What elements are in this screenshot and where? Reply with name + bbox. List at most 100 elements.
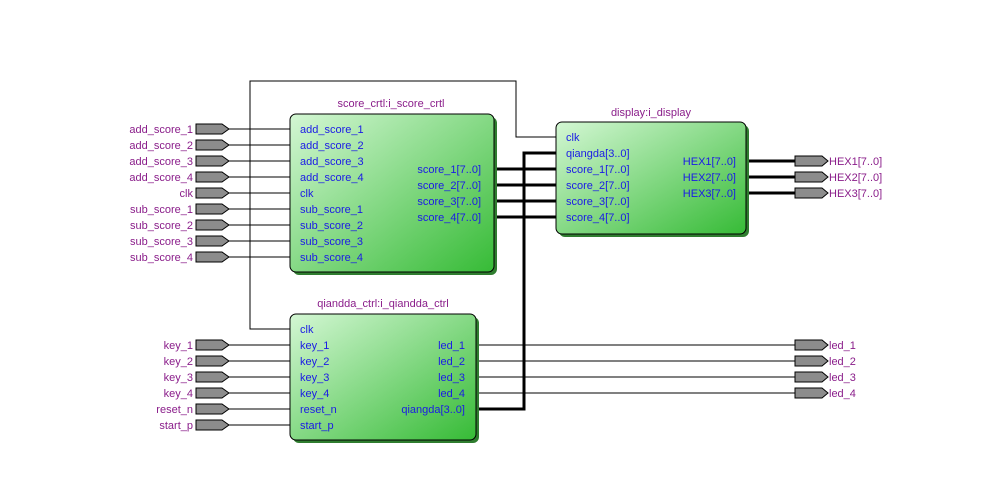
input-pin-shape	[195, 419, 230, 431]
input-pin-label-sub-score-2: sub_score_2	[130, 220, 193, 232]
input-pin-label-add-score-4: add_score_4	[129, 172, 193, 184]
input-pin-sub-score-3[interactable]: sub_score_3	[130, 235, 230, 248]
display-block-title: display:i_display	[611, 107, 692, 119]
qiangda-in-port-clk: clk	[300, 324, 314, 336]
output-pin-shape	[794, 339, 829, 351]
bus-qiangda	[476, 151, 556, 411]
input-pin-clk[interactable]: clk	[180, 187, 230, 200]
input-pin-shape	[195, 339, 230, 351]
input-pin-key-2[interactable]: key_2	[164, 355, 230, 368]
input-pin-shape	[195, 187, 230, 199]
output-pin-shape	[794, 187, 829, 199]
score-in-port-clk: clk	[300, 188, 314, 200]
blocks-layer: score_crtl:i_score_crtladd_score_1add_sc…	[289, 98, 749, 443]
input-pin-add-score-2[interactable]: add_score_2	[129, 139, 230, 152]
output-pin-hex1-7-0[interactable]: HEX1[7..0]	[794, 155, 882, 168]
qiangda-out-port-led-1: led_1	[438, 340, 465, 352]
wire-clk-display	[249, 80, 556, 193]
qiangda-out-port-led-4: led_4	[438, 388, 465, 400]
score-in-port-add-score-3: add_score_3	[300, 156, 364, 168]
qiangda-in-port-key-4: key_4	[300, 388, 329, 400]
input-pin-label-clk: clk	[180, 188, 194, 200]
qiangda-in-port-key-3: key_3	[300, 372, 329, 384]
qiangda-in-port-key-1: key_1	[300, 340, 329, 352]
output-pin-label-hex1-7-0: HEX1[7..0]	[829, 156, 882, 168]
qiangda-block[interactable]: qiandda_ctrl:i_qiandda_ctrlclkkey_1key_2…	[289, 298, 479, 443]
score-in-port-add-score-1: add_score_1	[300, 124, 364, 136]
output-pin-shape	[794, 155, 829, 167]
input-pin-shape	[195, 251, 230, 263]
score-in-port-add-score-4: add_score_4	[300, 172, 364, 184]
wires-layer	[226, 80, 796, 426]
input-pin-label-key-4: key_4	[164, 388, 193, 400]
output-pin-shape	[794, 355, 829, 367]
input-pin-shape	[195, 155, 230, 167]
output-pin-label-hex2-7-0: HEX2[7..0]	[829, 172, 882, 184]
input-pin-label-add-score-3: add_score_3	[129, 156, 193, 168]
input-pin-sub-score-2[interactable]: sub_score_2	[130, 219, 230, 232]
qiangda-out-port-qiangda-3-0: qiangda[3..0]	[401, 404, 465, 416]
input-pin-key-1[interactable]: key_1	[164, 339, 230, 352]
output-pin-hex3-7-0[interactable]: HEX3[7..0]	[794, 187, 882, 200]
output-pin-label-led-2: led_2	[829, 356, 856, 368]
output-pin-led-3[interactable]: led_3	[794, 371, 856, 384]
output-pin-led-4[interactable]: led_4	[794, 387, 856, 400]
input-pin-key-4[interactable]: key_4	[164, 387, 230, 400]
display-in-port-score-2-7-0: score_2[7..0]	[566, 180, 630, 192]
score-out-port-score-3-7-0: score_3[7..0]	[417, 196, 481, 208]
input-pin-shape	[195, 219, 230, 231]
qiangda-out-port-led-3: led_3	[438, 372, 465, 384]
input-pin-sub-score-1[interactable]: sub_score_1	[130, 203, 230, 216]
input-pin-label-sub-score-4: sub_score_4	[130, 252, 193, 264]
input-pin-label-key-1: key_1	[164, 340, 193, 352]
output-pin-hex2-7-0[interactable]: HEX2[7..0]	[794, 171, 882, 184]
input-pin-label-sub-score-3: sub_score_3	[130, 236, 193, 248]
display-block-body	[555, 121, 747, 235]
score-block-body	[289, 113, 495, 273]
output-pin-label-led-3: led_3	[829, 372, 856, 384]
input-pin-label-sub-score-1: sub_score_1	[130, 204, 193, 216]
qiangda-in-port-start-p: start_p	[300, 420, 334, 432]
output-pin-led-1[interactable]: led_1	[794, 339, 856, 352]
score-out-port-score-1-7-0: score_1[7..0]	[417, 164, 481, 176]
input-pin-add-score-3[interactable]: add_score_3	[129, 155, 230, 168]
input-pin-label-add-score-2: add_score_2	[129, 140, 193, 152]
input-pin-sub-score-4[interactable]: sub_score_4	[130, 251, 230, 264]
input-pin-shape	[195, 171, 230, 183]
display-in-port-score-4-7-0: score_4[7..0]	[566, 212, 630, 224]
display-in-port-score-1-7-0: score_1[7..0]	[566, 164, 630, 176]
output-pin-label-led-4: led_4	[829, 388, 856, 400]
input-pin-add-score-1[interactable]: add_score_1	[129, 123, 230, 136]
output-pin-label-hex3-7-0: HEX3[7..0]	[829, 188, 882, 200]
score-block[interactable]: score_crtl:i_score_crtladd_score_1add_sc…	[289, 98, 497, 275]
input-pin-label-key-3: key_3	[164, 372, 193, 384]
input-pin-label-reset-n: reset_n	[156, 404, 193, 416]
output-pin-label-led-1: led_1	[829, 340, 856, 352]
display-in-port-qiangda-3-0: qiangda[3..0]	[566, 148, 630, 160]
display-in-port-score-3-7-0: score_3[7..0]	[566, 196, 630, 208]
display-in-port-clk: clk	[566, 132, 580, 144]
input-pin-shape	[195, 371, 230, 383]
input-pin-label-key-2: key_2	[164, 356, 193, 368]
score-in-port-sub-score-1: sub_score_1	[300, 204, 363, 216]
input-pin-shape	[195, 203, 230, 215]
input-pin-shape	[195, 235, 230, 247]
input-pin-shape	[195, 123, 230, 135]
input-pin-key-3[interactable]: key_3	[164, 371, 230, 384]
input-pin-start-p[interactable]: start_p	[159, 419, 230, 432]
input-pin-label-start-p: start_p	[159, 420, 193, 432]
display-out-port-hex1-7-0: HEX1[7..0]	[683, 156, 736, 168]
output-pin-led-2[interactable]: led_2	[794, 355, 856, 368]
output-pin-shape	[794, 371, 829, 383]
input-pin-shape	[195, 139, 230, 151]
score-in-port-sub-score-2: sub_score_2	[300, 220, 363, 232]
input-pin-reset-n[interactable]: reset_n	[156, 403, 230, 416]
input-pin-add-score-4[interactable]: add_score_4	[129, 171, 230, 184]
score-out-port-score-4-7-0: score_4[7..0]	[417, 212, 481, 224]
wire-clk-qiangda	[249, 193, 290, 330]
display-out-port-hex3-7-0: HEX3[7..0]	[683, 188, 736, 200]
qiangda-block-body	[289, 313, 477, 441]
output-pin-shape	[794, 387, 829, 399]
